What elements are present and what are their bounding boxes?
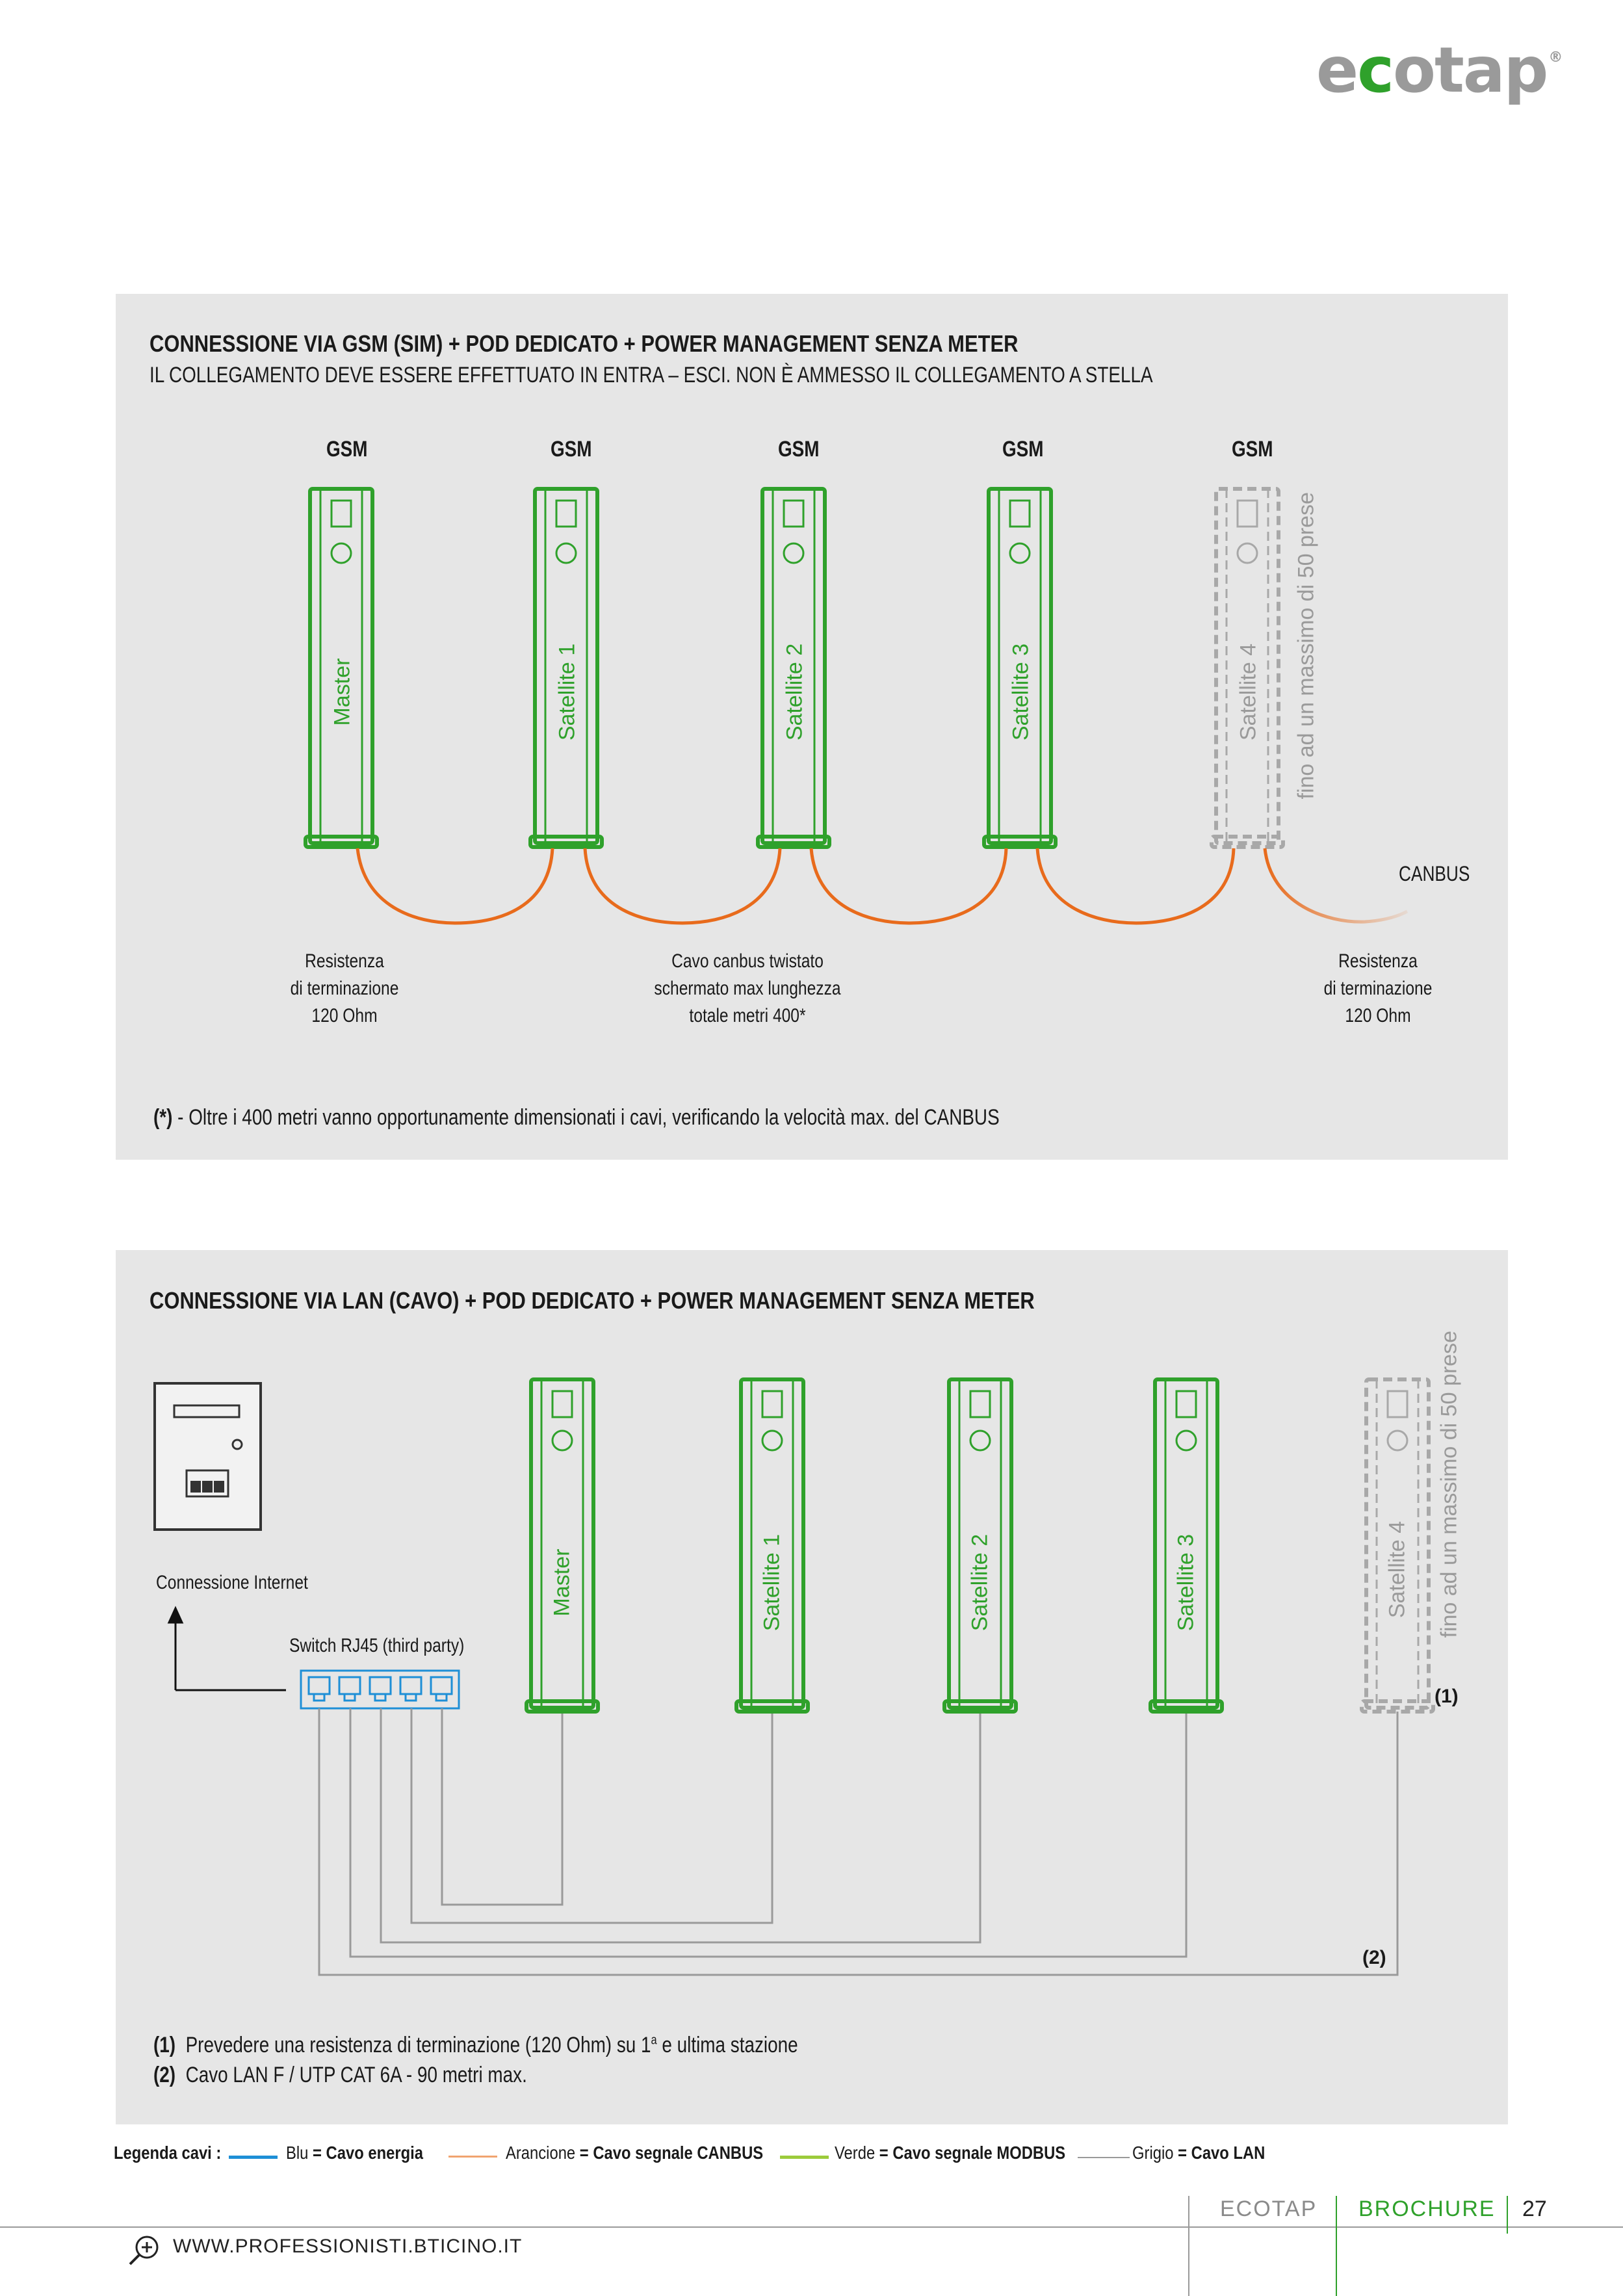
canbus-footnote: (*) - Oltre i 400 metri vanno opportunam… <box>153 1105 1000 1130</box>
footer-vline-3 <box>1507 2196 1508 2234</box>
legend-item-blue: Blu = Cavo energia <box>286 2143 424 2163</box>
mark-1: (1) <box>1435 1686 1459 1707</box>
station-satellite-4 <box>1210 487 1285 849</box>
search-plus-icon[interactable] <box>127 2233 162 2268</box>
gsm-section-subtitle: IL COLLEGAMENTO DEVE ESSERE EFFETTUATO I… <box>149 363 1153 387</box>
legend-swatch-orange <box>448 2156 497 2158</box>
station-label-satellite-4: Satellite 4 <box>1236 643 1261 741</box>
station-label-master: Master <box>549 1548 575 1617</box>
resistor-right-note: Resistenza di terminazione 120 Ohm <box>1323 950 1433 1026</box>
station-label-satellite-2: Satellite 2 <box>782 643 807 741</box>
max-outlets-note: fino ad un massimo di 50 prese <box>1436 1331 1462 1638</box>
gsm-label: GSM <box>1002 437 1044 462</box>
footer-divider <box>0 2226 1623 2228</box>
legend-swatch-gray <box>1078 2157 1130 2158</box>
lan-wiring-diagram <box>153 1377 1435 1976</box>
internet-arrow <box>167 1606 286 1691</box>
canbus-cable <box>356 848 1236 925</box>
resistor-left-note: Resistenza di terminazione 120 Ohm <box>290 950 399 1026</box>
station-label-satellite-2: Satellite 2 <box>967 1533 993 1632</box>
cable-note: Cavo canbus twistato schermato max lungh… <box>654 950 841 1026</box>
station-satellite-2 <box>942 1377 1018 1714</box>
ecotap-logo: ecotap® <box>1316 34 1563 107</box>
footer-category: BROCHURE <box>1358 2197 1496 2221</box>
lan-section-title: CONNESSIONE VIA LAN (CAVO) + POD DEDICAT… <box>149 1287 1035 1314</box>
rj45-switch <box>300 1669 460 1710</box>
station-satellite-1 <box>734 1377 810 1714</box>
electrical-panel <box>153 1382 262 1531</box>
max-outlets-note: fino ad un massimo di 50 prese <box>1293 492 1319 800</box>
gsm-label: GSM <box>326 437 368 462</box>
station-satellite-4 <box>1360 1377 1435 1714</box>
footer-section: ECOTAP <box>1220 2197 1318 2221</box>
lan-cables <box>318 1708 1399 1976</box>
legend-item-orange: Arancione = Cavo segnale CANBUS <box>506 2143 764 2163</box>
legend-item-gray: Grigio = Cavo LAN <box>1132 2143 1266 2163</box>
internet-label: Connessione Internet <box>156 1572 308 1593</box>
gsm-section-title: CONNESSIONE VIA GSM (SIM) + POD DEDICATO… <box>149 330 1019 357</box>
footer-website-link[interactable]: WWW.PROFESSIONISTI.BTICINO.IT <box>173 2236 523 2257</box>
station-satellite-3 <box>1149 1377 1224 1714</box>
station-label-satellite-3: Satellite 3 <box>1008 643 1033 741</box>
station-label-satellite-4: Satellite 4 <box>1384 1520 1410 1619</box>
lan-note-2: (2) Cavo LAN F / UTP CAT 6A - 90 metri m… <box>153 2063 527 2087</box>
station-satellite-1 <box>528 487 604 849</box>
gsm-label: GSM <box>777 437 820 462</box>
station-satellite-2 <box>756 487 831 849</box>
station-label-master: Master <box>330 658 355 726</box>
footer-vline-2 <box>1336 2196 1337 2296</box>
legend-item-green: Verde = Cavo segnale MODBUS <box>835 2143 1066 2163</box>
station-satellite-3 <box>982 487 1058 849</box>
gsm-wiring-diagram <box>304 487 1409 925</box>
station-label-satellite-1: Satellite 1 <box>759 1533 785 1632</box>
station-master <box>525 1377 600 1714</box>
legend-title: Legenda cavi : <box>114 2143 222 2163</box>
legend-swatch-green <box>780 2156 829 2159</box>
station-label-satellite-3: Satellite 3 <box>1173 1533 1199 1632</box>
footer-vline-1 <box>1188 2196 1189 2296</box>
gsm-label: GSM <box>550 437 592 462</box>
mark-2: (2) <box>1362 1947 1386 1968</box>
lan-note-1: (1) Prevedere una resistenza di terminaz… <box>153 2033 798 2057</box>
gsm-label: GSM <box>1231 437 1273 462</box>
canbus-label: CANBUS <box>1399 862 1470 885</box>
legend-swatch-blue <box>229 2156 278 2159</box>
footer-page-number: 27 <box>1522 2197 1547 2221</box>
station-label-satellite-1: Satellite 1 <box>554 643 580 741</box>
switch-label: Switch RJ45 (third party) <box>289 1635 465 1656</box>
canbus-cable-end <box>1263 848 1409 924</box>
gsm-section-panel <box>116 294 1508 1160</box>
station-master <box>304 487 379 849</box>
